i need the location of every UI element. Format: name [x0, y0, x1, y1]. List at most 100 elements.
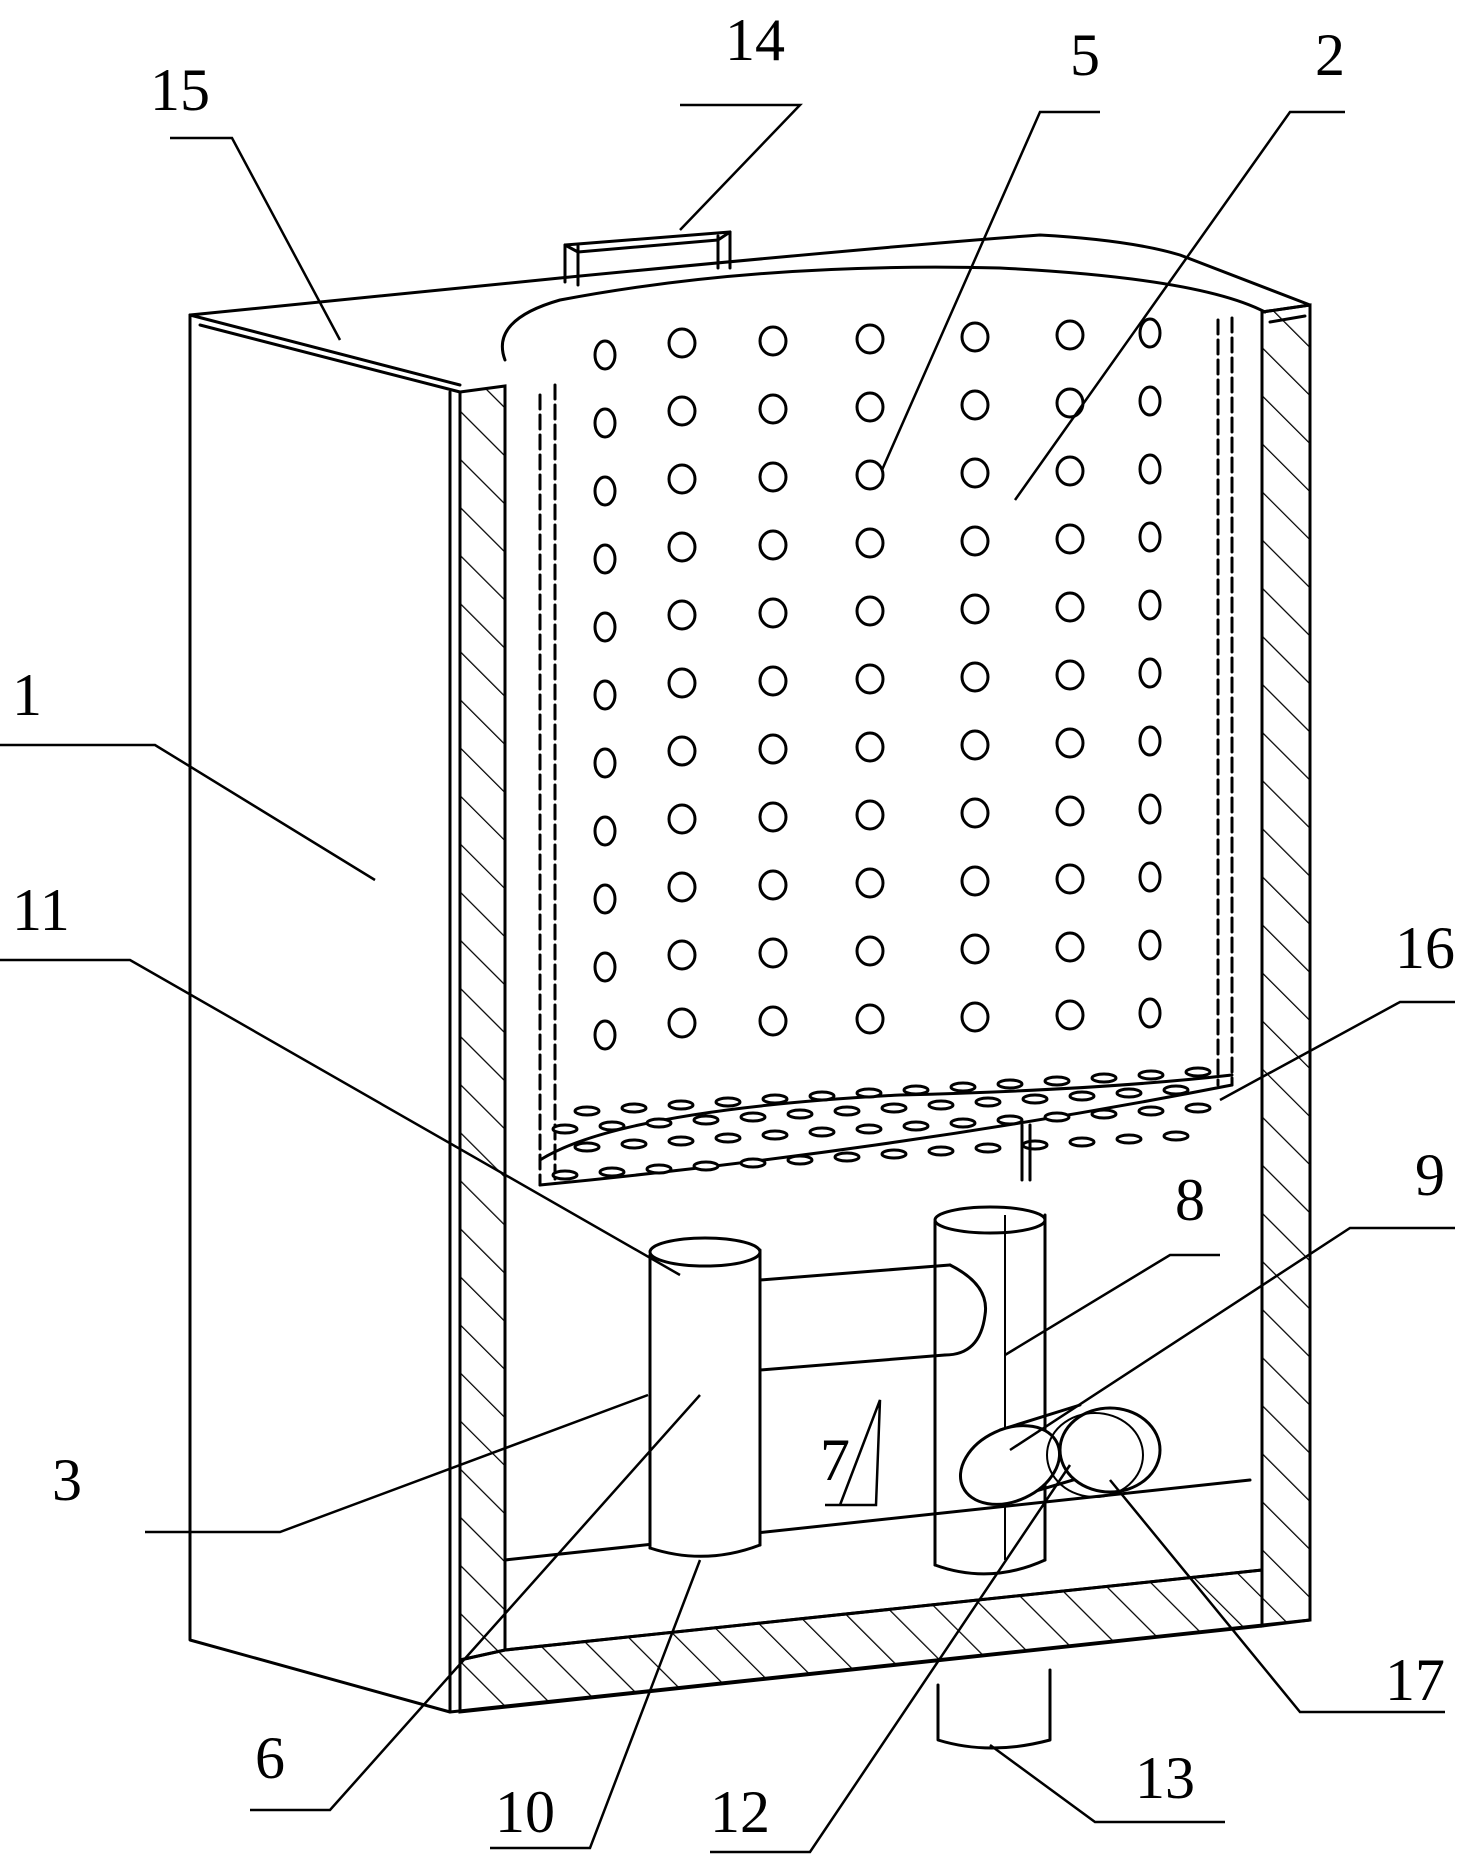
bottom-hole [692, 1160, 720, 1172]
basket-hole [667, 327, 697, 359]
basket-hole [593, 747, 617, 779]
bottom-hole [1021, 1093, 1049, 1105]
bottom-hole [974, 1096, 1002, 1108]
bottom-hole [855, 1087, 883, 1099]
bottom-hole [1090, 1072, 1118, 1084]
basket-hole [960, 593, 990, 625]
basket-hole [758, 1005, 788, 1037]
basket-hole [593, 611, 617, 643]
basket-hole [1138, 793, 1162, 825]
perforated-basket [538, 316, 1234, 1187]
basket-hole [758, 665, 788, 697]
bottom-hole [1068, 1136, 1096, 1148]
bottom-hole [833, 1151, 861, 1163]
part-labels: 15 14 5 2 1 11 16 8 9 7 3 6 10 12 13 17 [12, 7, 1455, 1845]
bottom-hole [692, 1114, 720, 1126]
basket-hole [593, 1019, 617, 1051]
bottom-hole [880, 1102, 908, 1114]
bottom-hole [739, 1157, 767, 1169]
basket-holes [593, 317, 1162, 1051]
basket-hole [855, 595, 885, 627]
basket-hole [855, 867, 885, 899]
label-8: 8 [1175, 1167, 1205, 1233]
basket-hole [1138, 589, 1162, 621]
basket-hole [855, 459, 885, 491]
basket-hole [1055, 523, 1085, 555]
outlet-pipe [958, 1403, 1162, 1506]
bottom-hole [949, 1117, 977, 1129]
basket-hole [1055, 931, 1085, 963]
bottom-hole [808, 1126, 836, 1138]
bottom-hole [761, 1129, 789, 1141]
handle [563, 230, 732, 287]
label-10: 10 [495, 1779, 555, 1845]
bottom-drain [936, 1668, 1052, 1750]
basket-hole [593, 815, 617, 847]
leader-lines [0, 103, 1455, 1854]
basket-hole [1055, 795, 1085, 827]
basket-hole [758, 733, 788, 765]
bottom-hole [598, 1120, 626, 1132]
bottom-hole [598, 1166, 626, 1178]
basket-hole [667, 1007, 697, 1039]
basket-hole [1055, 863, 1085, 895]
label-17: 17 [1385, 1647, 1445, 1713]
basket-hole [667, 735, 697, 767]
basket-hole [667, 599, 697, 631]
support-rod [1020, 1123, 1032, 1182]
label-5: 5 [1070, 22, 1100, 88]
basket-hole [758, 801, 788, 833]
label-13: 12 [710, 1779, 770, 1845]
bottom-hole [880, 1148, 908, 1160]
bottom-hole [927, 1099, 955, 1111]
label-11: 11 [12, 877, 70, 943]
valve-body [933, 1205, 1047, 1576]
basket-hole [1138, 385, 1162, 417]
basket-hole [1055, 319, 1085, 351]
basket-hole [1138, 997, 1162, 1029]
basket-hole [667, 939, 697, 971]
bottom-hole [1090, 1108, 1118, 1120]
basket-hole [1055, 387, 1085, 419]
bottom-hole [927, 1145, 955, 1157]
bottom-hole [1162, 1084, 1190, 1096]
basket-hole [855, 1003, 885, 1035]
basket-hole [593, 543, 617, 575]
basket-hole [855, 663, 885, 695]
bottom-hole [855, 1123, 883, 1135]
basket-hole [758, 325, 788, 357]
label-3: 3 [52, 1447, 82, 1513]
basket-hole [855, 527, 885, 559]
bottom-hole [1184, 1066, 1212, 1078]
basket-hole [1055, 455, 1085, 487]
label-1: 1 [12, 662, 42, 728]
label-6: 6 [255, 1725, 285, 1791]
label-12: 13 [1135, 1745, 1195, 1811]
bottom-hole [1115, 1133, 1143, 1145]
label-2: 2 [1315, 22, 1345, 88]
bottom-hole [620, 1102, 648, 1114]
basket-hole [1138, 861, 1162, 893]
bottom-hole [1137, 1069, 1165, 1081]
bottom-hole [667, 1099, 695, 1111]
basket-hole [960, 729, 990, 761]
label-16: 16 [1395, 915, 1455, 981]
basket-hole [667, 531, 697, 563]
bottom-hole [996, 1114, 1024, 1126]
bottom-hole [739, 1111, 767, 1123]
bottom-hole [551, 1169, 579, 1181]
bottom-hole [714, 1132, 742, 1144]
basket-hole [960, 661, 990, 693]
basket-hole [1138, 317, 1162, 349]
basket-hole [758, 461, 788, 493]
left-cylinder [648, 1236, 762, 1558]
basket-hole [960, 321, 990, 353]
bottom-hole [902, 1084, 930, 1096]
basket-hole [855, 323, 885, 355]
bottom-hole [551, 1123, 579, 1135]
basket-hole [960, 797, 990, 829]
basket-hole [960, 933, 990, 965]
basket-hole [667, 871, 697, 903]
basket-hole [593, 475, 617, 507]
